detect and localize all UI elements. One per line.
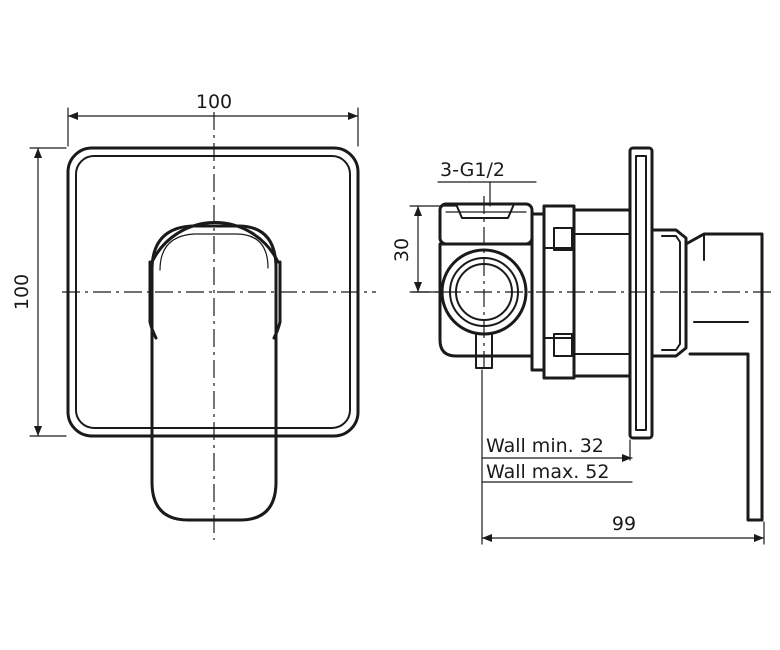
wall-min-arrow bbox=[622, 454, 632, 462]
outlet-ring-inner bbox=[455, 263, 513, 321]
spacing-label: 30 bbox=[391, 238, 413, 262]
width-arrow-right bbox=[348, 112, 358, 120]
cover-plate-outer bbox=[66, 146, 360, 438]
wall-plate-inner bbox=[635, 155, 647, 431]
handle-hub bbox=[650, 228, 688, 358]
height-label: 100 bbox=[11, 274, 33, 310]
side-view: 3-G1/2 30 Wall min. 32 Wall max. 52 99 bbox=[391, 146, 772, 545]
width-label: 100 bbox=[196, 91, 232, 113]
lever-handle bbox=[150, 224, 278, 522]
lever-handle-highlight bbox=[159, 233, 269, 271]
spacing-arrow-top bbox=[414, 206, 422, 216]
height-arrow-bottom bbox=[34, 426, 42, 436]
valve-body bbox=[438, 242, 534, 358]
depth-arrow-right bbox=[754, 534, 764, 542]
inlet-spec-label: 3-G1/2 bbox=[440, 159, 505, 181]
wall-plate bbox=[628, 146, 654, 440]
front-view: 100 100 bbox=[11, 91, 376, 540]
cover-plate-inner bbox=[75, 155, 351, 429]
outlet-ring-middle bbox=[449, 257, 519, 327]
width-arrow-left bbox=[68, 112, 78, 120]
depth-label: 99 bbox=[612, 513, 636, 535]
wall-max-label: Wall max. 52 bbox=[486, 461, 609, 483]
wall-min-label: Wall min. 32 bbox=[486, 435, 604, 457]
handle-base-arc-top bbox=[150, 221, 280, 264]
spacing-arrow-bottom bbox=[414, 282, 422, 292]
handle-base-right bbox=[272, 260, 282, 340]
top-inlet-thread bbox=[455, 203, 515, 219]
height-arrow-top bbox=[34, 148, 42, 158]
lever-side bbox=[684, 232, 764, 522]
cartridge-nut-top bbox=[553, 227, 573, 251]
depth-arrow-left bbox=[482, 534, 492, 542]
top-inlet-body bbox=[438, 202, 534, 246]
handle-hub-inner bbox=[661, 235, 681, 351]
cartridge-nut-bottom bbox=[553, 333, 573, 357]
drain-stem bbox=[475, 333, 493, 369]
